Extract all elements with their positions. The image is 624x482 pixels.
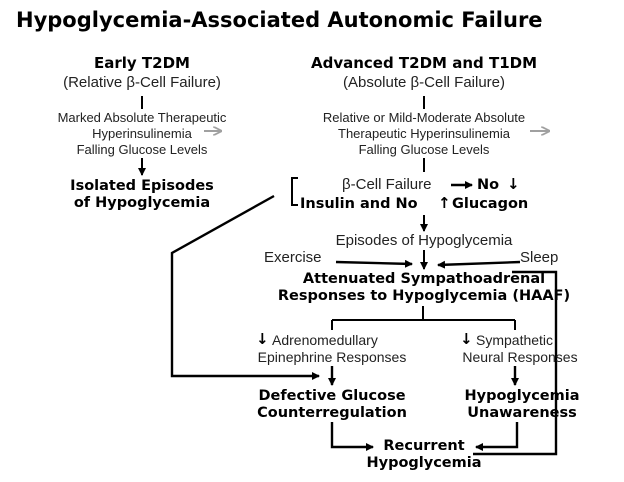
right-heading: Advanced T2DM and T1DM xyxy=(310,54,538,72)
no-label-1: No xyxy=(477,177,500,193)
unawareness-line1: Hypoglycemia xyxy=(464,388,580,404)
adreno-down-arrow-icon: ↓ xyxy=(256,330,269,348)
recurrent-line2: Hypoglycemia xyxy=(366,455,482,471)
unaware-to-recurrent xyxy=(475,422,519,451)
defective-line2: Counterregulation xyxy=(257,405,407,421)
beta-cell-failure: β-Cell Failure xyxy=(342,176,432,193)
diagram-title: Hypoglycemia-Associated Autonomic Failur… xyxy=(16,8,543,32)
exercise-label: Exercise xyxy=(264,249,322,266)
glucagon-label: Glucagon xyxy=(452,196,529,212)
isolated-episodes-line2: of Hypoglycemia xyxy=(73,195,211,211)
attenuated-line2: Responses to Hypoglycemia (HAAF) xyxy=(277,288,571,304)
adreno-line2: Epinephrine Responses xyxy=(257,349,407,365)
symp-line2: Neural Responses xyxy=(462,349,578,365)
episodes-of-hypoglycemia: Episodes of Hypoglycemia xyxy=(335,232,513,249)
insulin-and-no: Insulin and No xyxy=(300,196,418,212)
symp-line1: Sympathetic xyxy=(476,332,554,348)
recurrent-line1: Recurrent xyxy=(383,438,465,454)
isolated-episodes-line1: Isolated Episodes xyxy=(70,178,214,194)
attenuated-line1: Attenuated Sympathoadrenal xyxy=(302,271,546,287)
feedback-to-defective xyxy=(170,194,320,380)
exercise-arrow xyxy=(335,259,413,268)
right-subheading: (Absolute β-Cell Failure) xyxy=(342,74,505,91)
bracket xyxy=(291,177,298,206)
unawareness-line2: Unawareness xyxy=(467,405,577,421)
right-falling-glucose: Falling Glucose Levels xyxy=(358,142,490,157)
sleep-label: Sleep xyxy=(520,249,559,266)
left-falling-glucose: Falling Glucose Levels xyxy=(76,142,208,157)
sleep-arrow xyxy=(437,260,521,269)
defective-line1: Defective Glucose xyxy=(258,388,406,404)
cycle-feedback-loop xyxy=(473,270,558,456)
symp-down-arrow-icon: ↓ xyxy=(460,330,473,348)
down-arrow-icon: ↓ xyxy=(507,175,520,193)
left-heading: Early T2DM xyxy=(94,54,190,72)
adreno-line1: Adrenomedullary xyxy=(272,332,378,348)
right-hyperins-line2: Therapeutic Hyperinsulinemia xyxy=(338,126,510,141)
defective-to-recurrent xyxy=(330,422,374,451)
left-hyperins-line2: Hyperinsulinemia xyxy=(92,126,192,141)
right-hyperins-line1: Relative or Mild-Moderate Absolute xyxy=(322,110,526,125)
left-hyperins-line1: Marked Absolute Therapeutic xyxy=(57,110,227,125)
left-subheading: (Relative β-Cell Failure) xyxy=(63,74,221,91)
up-arrow-icon: ↑ xyxy=(438,194,451,212)
